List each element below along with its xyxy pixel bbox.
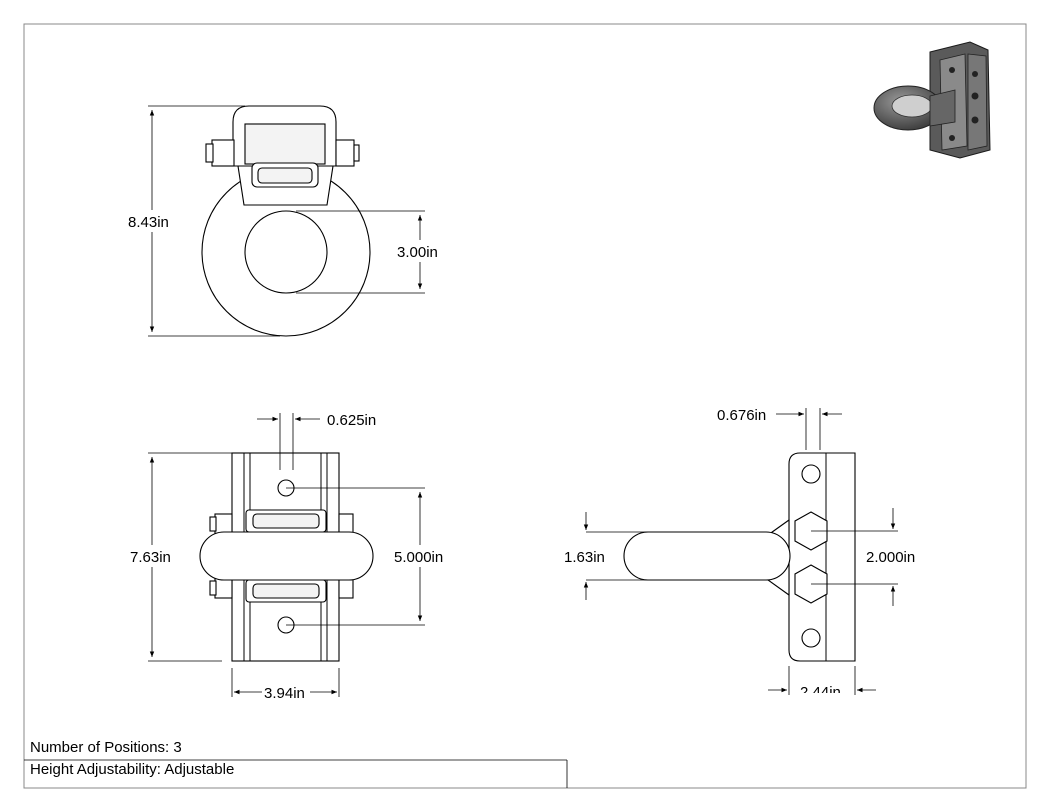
body-height-label: 7.63in bbox=[130, 549, 171, 566]
front-view bbox=[148, 413, 425, 697]
top-view bbox=[148, 105, 425, 337]
positions-spec: Number of Positions: 3 bbox=[30, 739, 182, 756]
overall-height-label: 8.43in bbox=[128, 214, 169, 231]
adjustability-spec: Height Adjustability: Adjustable bbox=[30, 761, 235, 778]
body-width-label: 3.94in bbox=[264, 685, 305, 702]
sheet-border bbox=[23, 23, 1027, 789]
hole-diameter-label: 0.625in bbox=[327, 412, 376, 429]
bolt-spacing-label: 2.000in bbox=[866, 549, 915, 566]
ring-section-label: 1.63in bbox=[564, 549, 605, 566]
side-depth-clip: 2.44in bbox=[800, 684, 841, 701]
hole-spacing-label: 5.000in bbox=[394, 549, 443, 566]
side-view bbox=[583, 408, 898, 695]
side-depth-label: 2.44in bbox=[800, 684, 841, 701]
ring-diameter-label: 3.00in bbox=[397, 244, 438, 261]
side-offset-label: 0.676in bbox=[717, 407, 766, 424]
isometric-pintle-eye-icon bbox=[873, 41, 991, 159]
